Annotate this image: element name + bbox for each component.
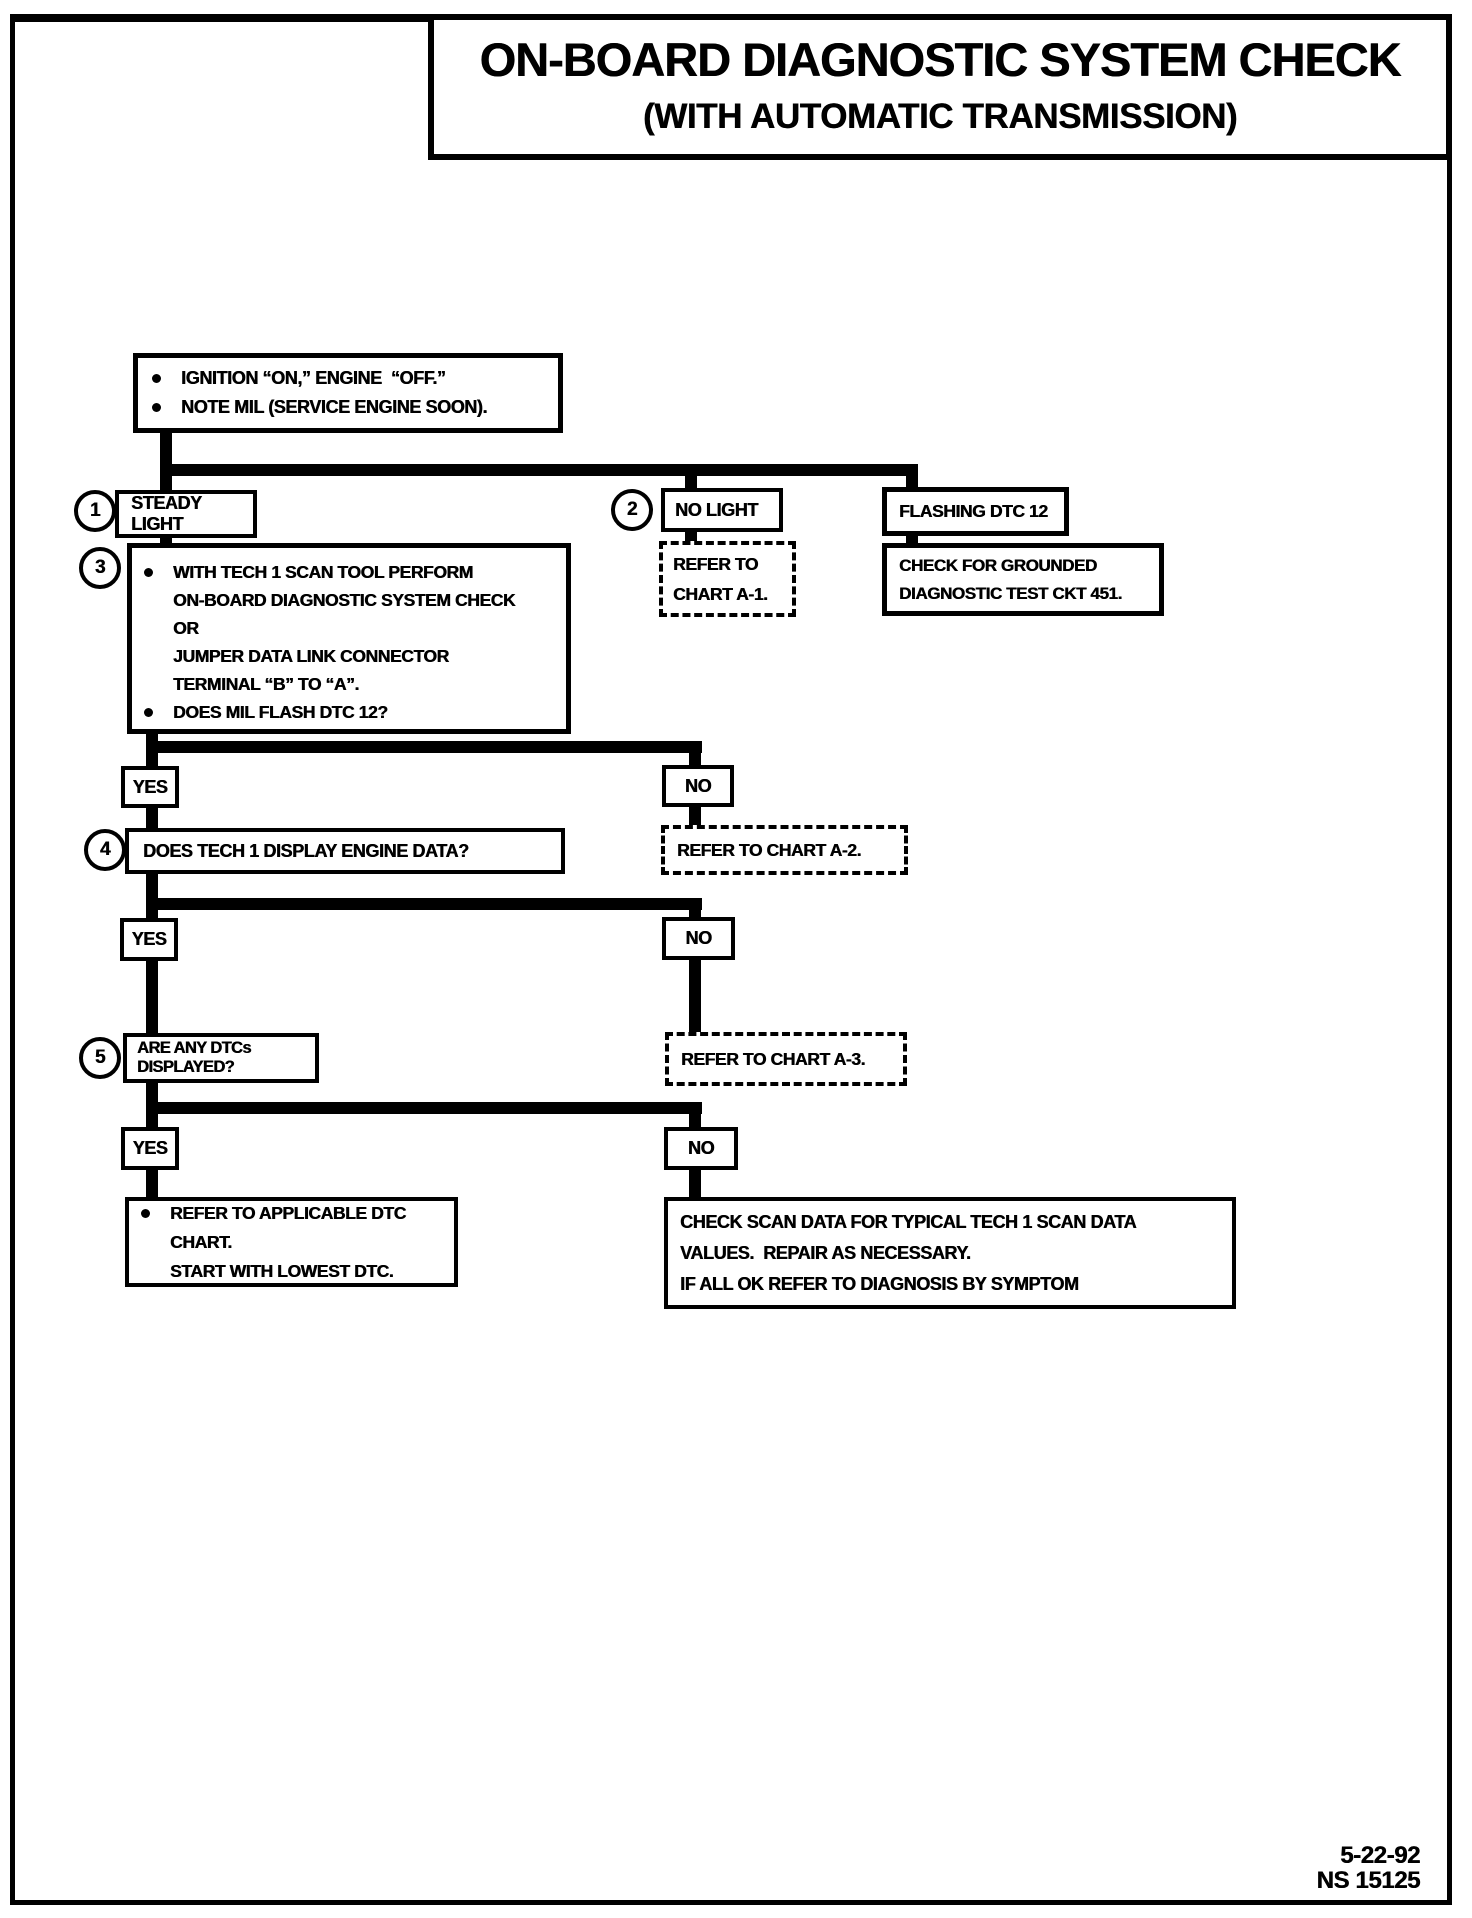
step5-box: ARE ANY DTCs DISPLAYED? [123,1033,319,1083]
bullet-icon [152,374,161,383]
refer-chart-a1-line1: REFER TO [673,554,758,574]
page-subtitle: (WITH AUTOMATIC TRANSMISSION) [642,97,1238,136]
refer-chart-a3-box: REFER TO CHART A-3. [665,1032,907,1086]
flashing-dtc12-label: FLASHING DTC 12 [899,501,1048,521]
no-light-label: NO LIGHT [675,499,758,520]
no-box-2: NO [662,917,735,960]
connector-line [146,910,158,920]
final-yes-line1: REFER TO APPLICABLE DTC CHART. [170,1202,406,1252]
flashing-dtc12-box: FLASHING DTC 12 [882,487,1069,536]
grounded-test-line2: DIAGNOSTIC TEST CKT 451. [899,583,1122,603]
connector-line [146,1081,158,1107]
bullet-icon [141,1208,150,1218]
step-circle-1: 1 [74,490,116,532]
refer-chart-a3-label: REFER TO CHART A-3. [681,1048,865,1069]
start-box: IGNITION “ON,” ENGINE “OFF.” NOTE MIL (S… [133,353,563,433]
connector-line [160,476,172,494]
final-no-line2: VALUES. REPAIR AS NECESSARY. [680,1242,971,1263]
step3-question: DOES MIL FLASH DTC 12? [173,702,388,722]
no-box-3: NO [664,1127,738,1170]
refer-chart-a1-line2: CHART A-1. [673,584,768,604]
step3-line: JUMPER DATA LINK CONNECTOR [173,646,449,666]
connector-line [146,872,158,904]
final-no-line3: IF ALL OK REFER TO DIAGNOSIS BY SYMPTOM [680,1273,1079,1294]
connector-line [689,1114,701,1129]
step-circle-3: 3 [79,547,121,589]
no-box-1: NO [662,765,734,807]
no-label: NO [687,1138,715,1158]
bullet-icon [144,708,153,717]
yes-box-1: YES [121,766,179,808]
yes-box-2: YES [120,918,178,961]
figure-date: 5-22-92 [1340,1842,1420,1869]
final-yes-box: REFER TO APPLICABLE DTC CHART. START WIT… [125,1197,458,1287]
start-line-1: IGNITION “ON,” ENGINE “OFF.” [181,368,446,388]
figure-id: 5-22-92 NS 15125 [1200,1843,1420,1893]
step3-box: WITH TECH 1 SCAN TOOL PERFORM ON-BOARD D… [127,543,571,734]
start-line-2: NOTE MIL (SERVICE ENGINE SOON). [181,397,487,417]
step3-line: WITH TECH 1 SCAN TOOL PERFORM [173,562,473,582]
step5-question: ARE ANY DTCs DISPLAYED? [137,1039,251,1076]
refer-chart-a2-label: REFER TO CHART A-2. [677,839,861,860]
step4-box: DOES TECH 1 DISPLAY ENGINE DATA? [125,828,565,874]
yes-box-3: YES [121,1127,179,1170]
refer-chart-a1-box: REFER TO CHART A-1. [659,541,796,617]
yes-label: YES [132,1138,168,1158]
bullet-icon [152,403,161,412]
connector-line [146,741,702,753]
final-yes-line2: START WITH LOWEST DTC. [170,1260,394,1281]
yes-label: YES [131,929,167,949]
connector-line [146,898,702,910]
grounded-test-line1: CHECK FOR GROUNDED [899,555,1097,575]
step3-line: ON-BOARD DIAGNOSTIC SYSTEM CHECK [173,590,516,610]
title-box: ON-BOARD DIAGNOSTIC SYSTEM CHECK (WITH A… [428,14,1452,160]
step-circle-2: 2 [611,489,653,531]
final-no-box: CHECK SCAN DATA FOR TYPICAL TECH 1 SCAN … [664,1197,1236,1309]
step3-line: TERMINAL “B” TO “A”. [173,674,359,694]
step-circle-4: 4 [84,829,126,871]
connector-line [146,1102,702,1114]
bullet-icon [144,568,153,577]
page-title: ON-BOARD DIAGNOSTIC SYSTEM CHECK [479,33,1401,86]
connector-line [146,1168,158,1199]
step3-line: OR [173,618,199,638]
connector-line [689,958,701,1034]
step4-question: DOES TECH 1 DISPLAY ENGINE DATA? [143,840,469,861]
connector-line [689,805,701,827]
no-light-box: NO LIGHT [661,488,783,532]
connector-line [160,464,918,476]
no-label: NO [684,775,712,796]
steady-light-label: STEADY LIGHT [131,493,202,534]
steady-light-box: STEADY LIGHT [115,490,257,538]
refer-chart-a2-box: REFER TO CHART A-2. [661,825,908,875]
connector-line [146,806,158,831]
no-label: NO [685,928,712,948]
grounded-test-box: CHECK FOR GROUNDED DIAGNOSTIC TEST CKT 4… [882,543,1164,616]
yes-label: YES [132,776,168,797]
final-no-line1: CHECK SCAN DATA FOR TYPICAL TECH 1 SCAN … [680,1211,1137,1232]
connector-line [146,1114,158,1129]
connector-line [689,753,701,767]
connector-line [689,910,701,919]
connector-line [146,753,158,768]
step-circle-5: 5 [79,1037,121,1079]
connector-line [146,960,158,1035]
figure-code: NS 15125 [1316,1867,1420,1894]
connector-line [689,1168,701,1199]
